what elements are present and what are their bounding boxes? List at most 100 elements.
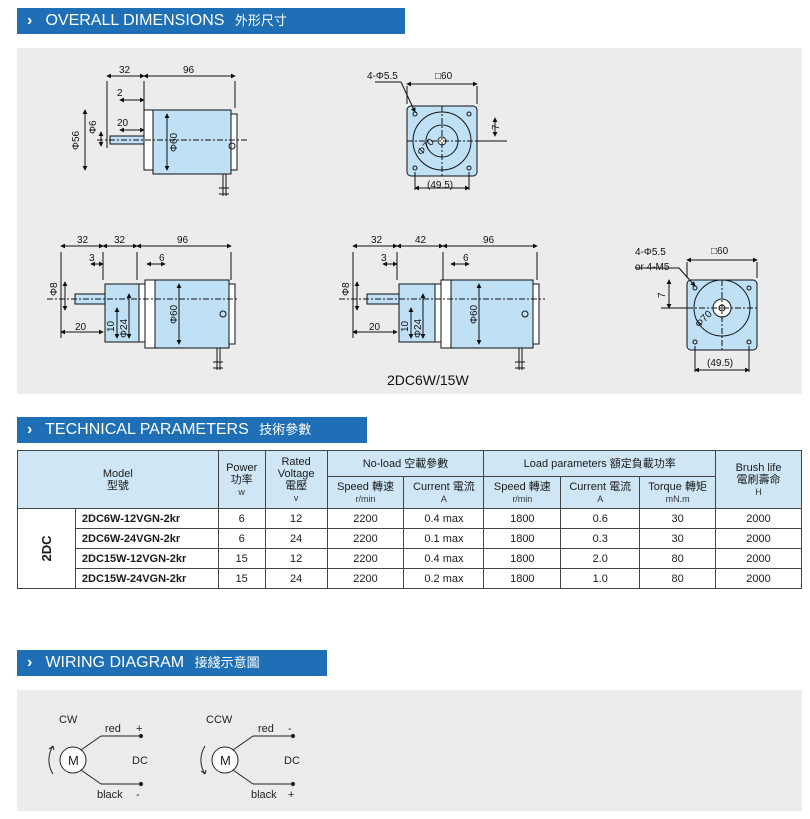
section-title-wiring: › WIRING DIAGRAM 接綫示意圖 bbox=[17, 650, 327, 676]
wire-top-label: red bbox=[105, 723, 121, 735]
dim-label: (49.5) bbox=[707, 358, 733, 369]
dimension-drawings: 32 96 2 20 Φ56 Φ6 Φ60 4-Φ5.5 □60 7 Φ70 (… bbox=[47, 65, 758, 388]
dim-label: (49.5) bbox=[427, 180, 453, 191]
cell-brush: 2000 bbox=[715, 508, 802, 529]
dim-label: 4-Φ5.5 bbox=[367, 71, 398, 82]
gearmotor-side-view-b bbox=[339, 243, 545, 370]
cell-torque: 30 bbox=[639, 528, 717, 549]
dim-label: 3 bbox=[381, 253, 387, 264]
wiring-diagrams: CW M red + DC black - CCW M red - DC bla… bbox=[48, 714, 300, 801]
dim-label: 96 bbox=[483, 235, 495, 246]
header-model: Model 型號 bbox=[17, 450, 219, 509]
header-speed-noload: Speed 轉速 r/min bbox=[326, 476, 405, 509]
cell-torque: 30 bbox=[639, 508, 717, 529]
cell-l-current: 0.3 bbox=[560, 528, 641, 549]
cell-model: 2DC6W-12VGN-2kr bbox=[74, 508, 219, 529]
dim-label: 10 bbox=[400, 320, 411, 332]
cell-power: 15 bbox=[217, 568, 266, 589]
wiring-panel bbox=[17, 690, 802, 811]
dim-label: 2 bbox=[117, 88, 123, 99]
cell-model: 2DC6W-24VGN-2kr bbox=[74, 528, 219, 549]
table-row: 2DC6W-24VGN-2kr 6 24 2200 0.1 max 1800 0… bbox=[18, 528, 802, 549]
cell-torque: 80 bbox=[639, 548, 717, 569]
cell-power: 15 bbox=[217, 548, 266, 569]
chevron-right-icon: › bbox=[27, 654, 33, 671]
wire-dc-label: DC bbox=[132, 755, 148, 767]
parameters-table: Model 型號 Power 功率 w Rated Voltage 電壓 v N… bbox=[17, 450, 802, 589]
section-title-dimensions: › OVERALL DIMENSIONS 外形尺寸 bbox=[17, 8, 405, 34]
cell-model: 2DC15W-24VGN-2kr bbox=[74, 568, 219, 589]
cell-l-current: 0.6 bbox=[560, 508, 641, 529]
dim-label: □60 bbox=[435, 71, 453, 82]
dim-label: 20 bbox=[75, 322, 87, 333]
dim-label: □60 bbox=[711, 246, 729, 257]
cell-nl-speed: 2200 bbox=[326, 508, 405, 529]
header-load: Load parameters 額定負載功率 bbox=[483, 450, 717, 477]
cell-power: 6 bbox=[217, 508, 266, 529]
header-brush: Brush life 電刷壽命 H bbox=[715, 450, 802, 509]
dim-label: 96 bbox=[177, 235, 189, 246]
dim-label: Φ24 bbox=[119, 318, 130, 338]
dimensions-title-cn: 外形尺寸 bbox=[234, 13, 287, 28]
cell-l-speed: 1800 bbox=[483, 508, 562, 529]
cell-nl-speed: 2200 bbox=[326, 528, 405, 549]
dim-label: Φ8 bbox=[49, 282, 60, 296]
dim-label: Φ6 bbox=[88, 120, 99, 134]
motor-symbol: M bbox=[68, 753, 79, 768]
dim-label: 3 bbox=[89, 253, 95, 264]
dim-label: 32 bbox=[114, 235, 126, 246]
technical-title: TECHNICAL PARAMETERS bbox=[45, 421, 249, 438]
dim-label: 6 bbox=[159, 253, 165, 264]
wiring-title: WIRING DIAGRAM bbox=[45, 654, 185, 671]
dim-label: 32 bbox=[371, 235, 383, 246]
cell-voltage: 12 bbox=[264, 548, 328, 569]
dim-label: Φ60 bbox=[169, 132, 180, 152]
cell-voltage: 12 bbox=[264, 508, 328, 529]
dim-label: 6 bbox=[463, 253, 469, 264]
header-current-noload: Current 電流 A bbox=[403, 476, 485, 509]
header-current-load: Current 電流 A bbox=[560, 476, 641, 509]
dim-label: 10 bbox=[106, 320, 117, 332]
cell-brush: 2000 bbox=[715, 548, 802, 569]
cell-nl-current: 0.2 max bbox=[403, 568, 485, 589]
wire-top-sign: + bbox=[136, 723, 142, 735]
wire-bottom-label: black bbox=[97, 789, 123, 801]
cell-l-current: 2.0 bbox=[560, 548, 641, 569]
cell-l-speed: 1800 bbox=[483, 528, 562, 549]
cell-voltage: 24 bbox=[264, 568, 328, 589]
wiring-ccw bbox=[200, 733, 296, 787]
wire-bottom-sign: + bbox=[288, 789, 294, 801]
cell-nl-current: 0.1 max bbox=[403, 528, 485, 549]
dim-label: 7 bbox=[657, 292, 668, 298]
wire-top-label: red bbox=[258, 723, 274, 735]
wire-dc-label: DC bbox=[284, 755, 300, 767]
dim-label: or 4-M5 bbox=[635, 262, 670, 273]
chevron-right-icon: › bbox=[27, 12, 33, 29]
dim-label: Φ60 bbox=[469, 304, 480, 324]
header-noload: No-load 空載參數 bbox=[326, 450, 485, 477]
motor-side-view bbox=[82, 73, 247, 196]
chevron-right-icon: › bbox=[27, 421, 33, 438]
header-torque: Torque 轉矩 mN.m bbox=[639, 476, 717, 509]
dim-label: 42 bbox=[415, 235, 427, 246]
dim-label: Φ24 bbox=[413, 318, 424, 338]
cell-nl-speed: 2200 bbox=[326, 568, 405, 589]
series-label: 2DC bbox=[17, 508, 76, 589]
header-speed-load: Speed 轉速 r/min bbox=[483, 476, 562, 509]
motor-symbol: M bbox=[220, 753, 231, 768]
dim-label: 7 bbox=[491, 124, 502, 130]
dim-label: 20 bbox=[117, 118, 129, 129]
header-power: Power 功率 w bbox=[217, 450, 266, 509]
gearmotor-side-view-a bbox=[47, 243, 239, 370]
wiring-title-cn: 接綫示意圖 bbox=[194, 655, 260, 670]
cell-model: 2DC15W-12VGN-2kr bbox=[74, 548, 219, 569]
dimensions-title: OVERALL DIMENSIONS bbox=[45, 12, 225, 29]
dim-label: 96 bbox=[183, 65, 195, 76]
wire-bottom-sign: - bbox=[136, 789, 140, 801]
cell-brush: 2000 bbox=[715, 528, 802, 549]
dim-label: Φ8 bbox=[341, 282, 352, 296]
header-voltage: Rated Voltage 電壓 v bbox=[264, 450, 328, 509]
cell-torque: 80 bbox=[639, 568, 717, 589]
dim-label: 32 bbox=[119, 65, 131, 76]
table-row: 2DC15W-24VGN-2kr 15 24 2200 0.2 max 1800… bbox=[18, 568, 802, 589]
